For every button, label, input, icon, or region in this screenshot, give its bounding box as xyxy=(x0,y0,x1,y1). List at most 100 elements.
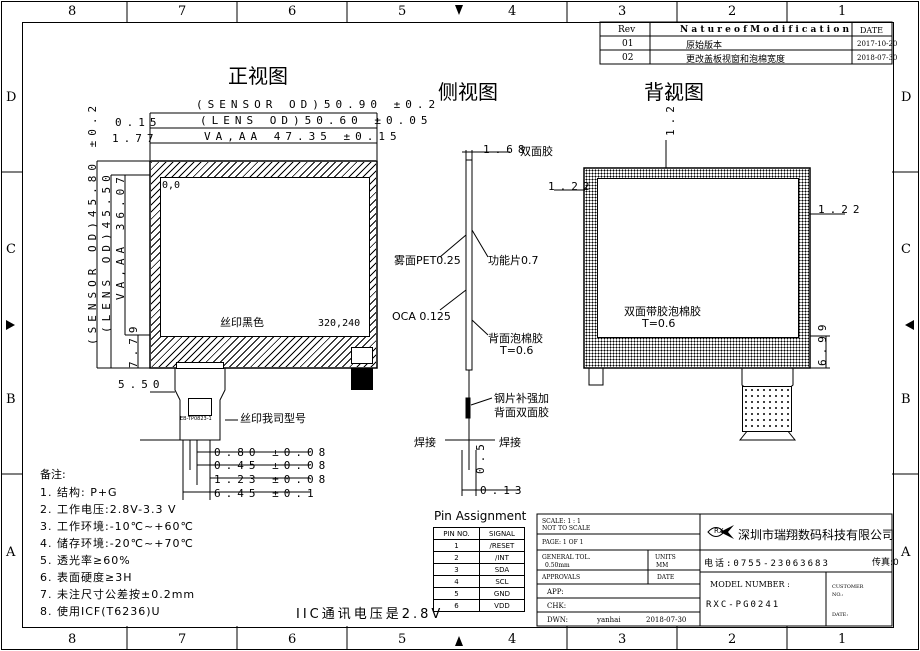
side-foam-tape: 背面泡棉胶 xyxy=(488,332,543,345)
pin-no: 3 xyxy=(433,563,480,576)
tb-chk: CHK: xyxy=(547,602,567,610)
nature-header: N a t u r e o f M o d i f i c a t i o n xyxy=(680,25,850,35)
tb-customer-date: DATE: xyxy=(832,612,849,618)
note-7: 7. 未注尺寸公差按±0.2mm xyxy=(40,588,196,601)
tb-date: DATE xyxy=(657,574,675,581)
zone-bottom-4: 4 xyxy=(508,632,517,647)
dim-va-aa-width: VA,AA 47.35 ±0.15 xyxy=(204,130,402,143)
note-2: 2. 工作电压:2.8V-3.3 V xyxy=(40,503,177,516)
company-name: 深圳市瑞翔数码科技有限公司 xyxy=(738,528,895,542)
zone-bottom-3: 3 xyxy=(618,632,627,647)
pin-no: 5 xyxy=(433,587,480,600)
back-view-title: 背视图 xyxy=(644,80,704,104)
dim-left-0-15: 0.15 xyxy=(115,116,162,129)
tb-gen-tol-value: 0.50mm xyxy=(545,562,570,569)
pin-signal: GND xyxy=(478,587,526,600)
tb-gen-tol: GENERAL TOL. xyxy=(542,554,591,561)
notes-title: 备注: xyxy=(40,468,66,481)
dim-lens-od-height: (LENS OD)45.50 xyxy=(100,170,113,333)
rev-row-2-desc: 更改盖板视窗和泡棉宽度 xyxy=(686,55,786,65)
dim-fpc-6-45: 6.45 ±0.1 xyxy=(214,487,319,500)
silk-black-label: 丝印黑色 xyxy=(220,314,264,330)
rev-row-1-rev: 01 xyxy=(622,39,634,49)
dim-5-50: 5.50 xyxy=(118,378,165,391)
tb-not-to-scale: NOT TO SCALE xyxy=(542,525,591,532)
pin-no: 4 xyxy=(433,575,480,588)
zone-left-B: B xyxy=(6,392,16,407)
note-8: 8. 使用ICF(T6236)U xyxy=(40,605,161,618)
dim-7-79: 7.79 xyxy=(127,321,140,369)
tb-page: PAGE: 1 OF 1 xyxy=(542,539,584,546)
side-foam-thickness: T=0.6 xyxy=(500,344,534,357)
fpc-connector-slot xyxy=(176,362,224,369)
pin-row: 1/RESET xyxy=(433,539,526,552)
pin-table-header: PIN NO.SIGNAL xyxy=(433,527,526,540)
dim-fpc-0-80: 0.80 ±0.08 xyxy=(214,446,331,459)
tb-approvals: APPROVALS xyxy=(542,574,581,581)
back-dim-6-99: 6.99 xyxy=(816,319,829,367)
zone-bottom-8: 8 xyxy=(68,632,77,647)
zone-right-C: C xyxy=(901,242,911,257)
zone-bottom-5: 5 xyxy=(398,632,407,647)
pin-assignment-title: Pin Assignment xyxy=(434,509,527,523)
pin-signal: SCL xyxy=(478,575,526,588)
side-weld-right: 焊接 xyxy=(499,436,521,449)
drawing-frame xyxy=(22,22,894,628)
corner-coord: 320,240 xyxy=(318,318,361,329)
back-foam-label: 双面带胶泡棉胶 xyxy=(624,305,701,318)
zone-top-5: 5 xyxy=(398,4,407,19)
back-fpc-grid xyxy=(742,386,792,432)
back-foam-thickness: T=0.6 xyxy=(642,317,676,330)
fpc-part-label: EB-TP0823-1 xyxy=(180,416,212,422)
front-notch-top xyxy=(351,347,373,364)
note-3: 3. 工作环境:-10℃~+60℃ xyxy=(40,520,194,533)
pin-signal: SDA xyxy=(478,563,526,576)
zone-left-C: C xyxy=(6,242,16,257)
tb-customer: CUSTOMER xyxy=(832,584,864,590)
side-weld-left: 焊接 xyxy=(414,436,436,449)
date-header: DATE xyxy=(860,26,883,35)
note-6: 6. 表面硬度≥3H xyxy=(40,571,133,584)
zone-bottom-6: 6 xyxy=(288,632,297,647)
company-logo: RX xyxy=(706,523,736,541)
side-dim-1-68: 1.68 xyxy=(483,143,530,156)
side-dim-0-13: 0.13 xyxy=(480,484,527,497)
iic-voltage-note: IIC通讯电压是2.8V xyxy=(296,607,444,622)
dim-va-aa-height: VA,AA 36.07 xyxy=(114,172,127,300)
zone-top-7: 7 xyxy=(178,4,187,19)
note-1: 1. 结构: P+G xyxy=(40,486,118,499)
pin-no: 6 xyxy=(433,599,480,612)
side-dim-0-5: 0.5 xyxy=(474,439,487,474)
side-matte-pet: 雾面PET0.25 xyxy=(394,254,461,267)
back-dim-1-25: 1.25 xyxy=(664,89,677,137)
side-steel-reinforce: 钢片补强加 xyxy=(494,392,549,405)
model-number: RXC-PG0241 xyxy=(706,600,781,610)
zone-top-6: 6 xyxy=(288,4,297,19)
back-panel-center xyxy=(597,178,799,338)
tb-dwn-name: yanhai xyxy=(597,616,621,624)
pin-signal: VDD xyxy=(478,599,526,612)
zone-right-B: B xyxy=(901,392,911,407)
model-label: MODEL NUMBER : xyxy=(710,580,790,589)
tb-customer-no: NO.: xyxy=(832,592,844,598)
signal-header: SIGNAL xyxy=(478,527,526,540)
front-black-tab xyxy=(351,368,373,390)
tb-dwn-date: 2018-07-30 xyxy=(646,616,687,624)
rev-row-1-desc: 原始版本 xyxy=(686,41,723,51)
dim-sensor-od-height: (SENSOR OD)45.80 ±0.2 xyxy=(86,100,99,345)
side-function-layer: 功能片0.7 xyxy=(488,254,539,267)
company-fax: 传真:0 xyxy=(872,558,899,568)
zone-bottom-7: 7 xyxy=(178,632,187,647)
side-oca: OCA 0.125 xyxy=(392,310,451,323)
side-double-tape: 双面胶 xyxy=(520,145,553,158)
zone-left-D: D xyxy=(6,90,17,105)
dim-lens-od-width: (LENS OD)50.60 ±0.05 xyxy=(200,114,433,127)
tb-dwn: DWN: xyxy=(547,616,569,624)
tb-units-value: MM xyxy=(656,562,669,569)
front-panel-viewing-area xyxy=(160,177,370,337)
